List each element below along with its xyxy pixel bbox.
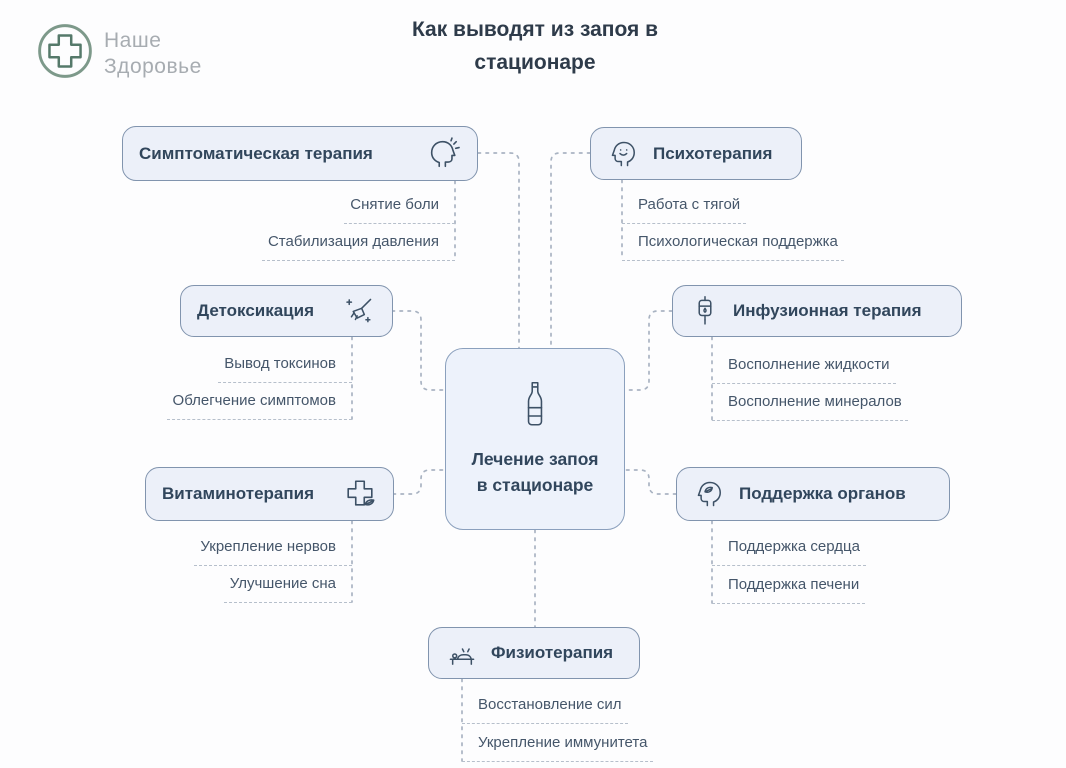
connector-detox-center — [391, 310, 446, 391]
connector-psychotherapy-center — [550, 152, 591, 349]
sub-item: Психологическая поддержка — [622, 233, 844, 261]
brand-name: Наше Здоровье — [104, 28, 202, 78]
sub-item: Улучшение сна — [223, 575, 352, 603]
connector-organs-center — [624, 469, 677, 495]
sub-item: Поддержка сердца — [712, 538, 866, 566]
node-infusion-therapy: Инфузионная терапия — [672, 285, 962, 337]
connector-symptomatic-center — [477, 152, 520, 349]
head-leaf-icon — [693, 478, 727, 510]
page-title: Как выводят из запоя в стационаре — [411, 18, 659, 74]
sub-item: Облегчение симптомов — [166, 392, 352, 420]
sub-item: Восполнение минералов — [712, 393, 908, 421]
sub-item: Стабилизация давления — [261, 233, 455, 261]
sub-item: Укрепление нервов — [194, 538, 352, 566]
smiling-head-icon — [607, 138, 641, 170]
center-node-treatment: Лечение запоя в стационаре — [445, 348, 625, 530]
node-physiotherapy: Физиотерапия — [428, 627, 640, 679]
node-label: Психотерапия — [653, 143, 773, 163]
medical-cross-leaf-icon — [343, 477, 377, 511]
brand-logo: Наше Здоровье — [36, 22, 202, 85]
node-label: Детоксикация — [197, 301, 315, 320]
sub-item: Работа с тягой — [622, 196, 747, 224]
node-psychotherapy: Психотерапия — [590, 127, 802, 180]
connector-vitamin-center — [392, 469, 446, 495]
sub-item: Восполнение жидкости — [712, 356, 896, 384]
sub-item: Укрепление иммунитета — [462, 734, 654, 762]
node-label: Физиотерапия — [491, 643, 614, 662]
sub-item: Восстановление сил — [462, 696, 628, 724]
center-node-label: Лечение запоя в стационаре — [471, 449, 599, 495]
physiotherapy-icon — [445, 637, 479, 669]
brand-name-line2: Здоровье — [104, 54, 202, 78]
node-label: Поддержка органов — [739, 484, 906, 503]
node-symptomatic-therapy: Симптоматическая терапия — [122, 126, 478, 181]
bottle-icon — [520, 380, 550, 435]
node-label: Витаминотерапия — [162, 484, 315, 503]
iv-drip-icon — [689, 294, 721, 328]
brand-name-line1: Наше — [104, 29, 162, 53]
connector-infusion-center — [624, 310, 673, 391]
node-label: Симптоматическая терапия — [139, 143, 373, 163]
sub-item: Снятие боли — [344, 196, 455, 224]
sub-item: Поддержка печени — [712, 576, 866, 604]
headache-icon — [425, 136, 461, 171]
broom-sparkles-icon — [342, 295, 376, 327]
node-detox: Детоксикация — [180, 285, 393, 337]
node-label: Инфузионная терапия — [733, 301, 922, 320]
medical-cross-circle-icon — [36, 22, 94, 85]
node-vitamin-therapy: Витаминотерапия — [145, 467, 394, 521]
node-organ-support: Поддержка органов — [676, 467, 950, 521]
sub-item: Вывод токсинов — [218, 355, 352, 383]
